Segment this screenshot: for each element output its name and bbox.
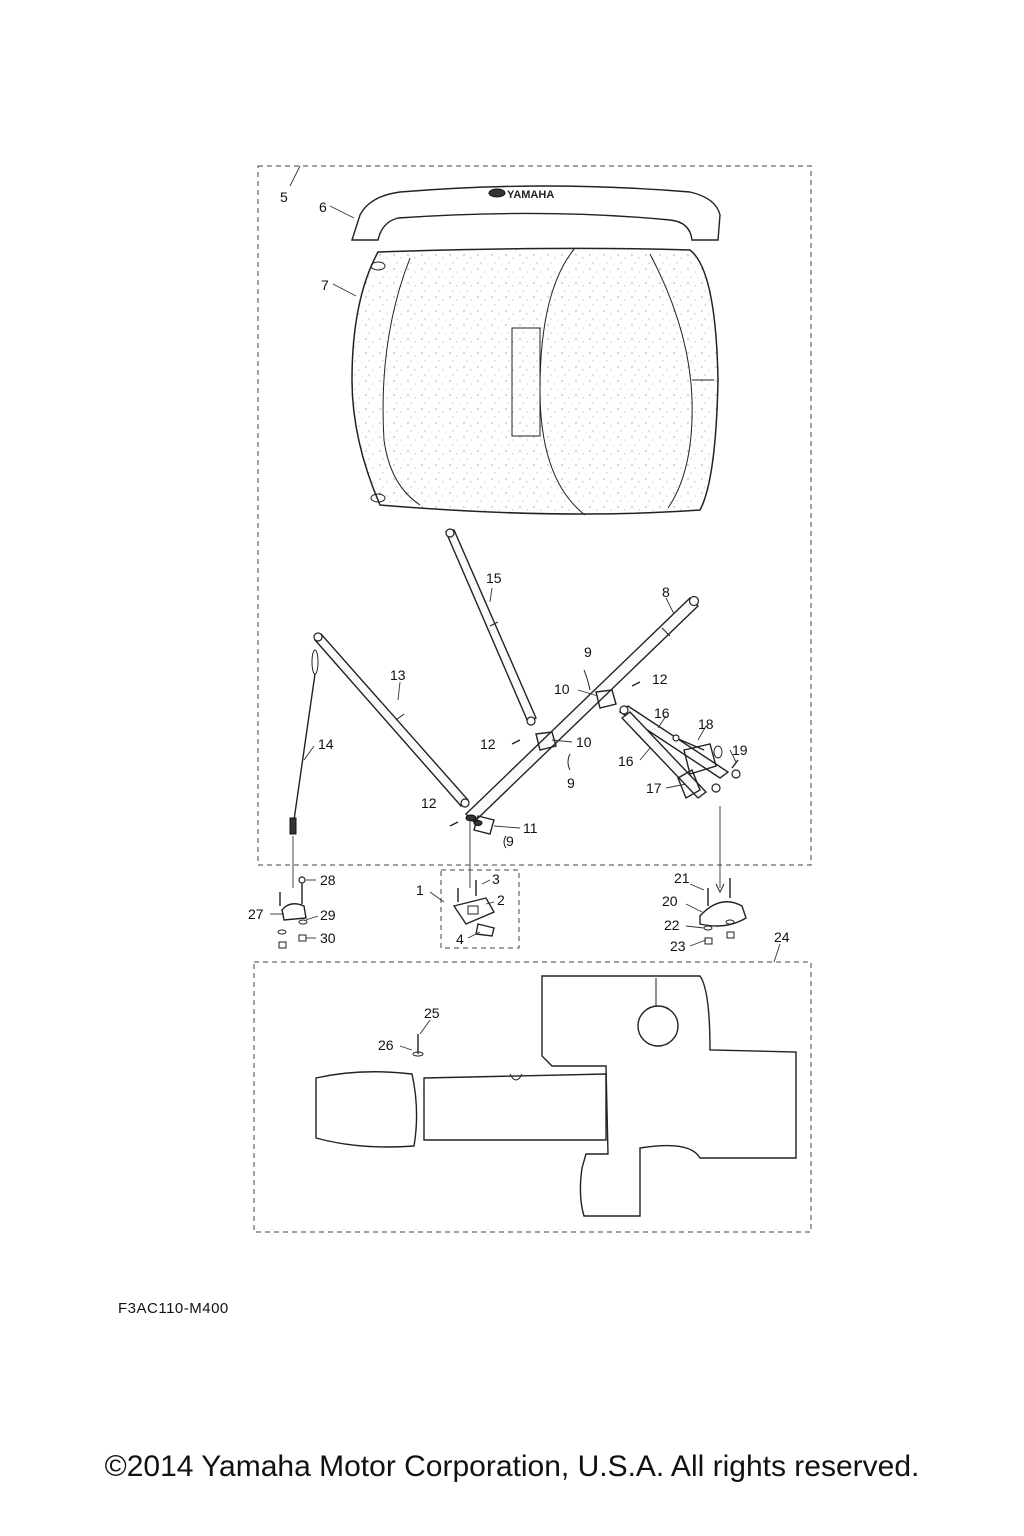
strap-part	[289, 649, 319, 888]
callout-20: 20	[662, 893, 678, 909]
screw-set	[449, 669, 739, 849]
callout-12-a: 12	[652, 671, 668, 687]
callout-9-a: 9	[584, 644, 592, 660]
callout-4: 4	[456, 931, 464, 947]
bracket-part	[465, 689, 617, 888]
hinge-bracket-part	[452, 880, 495, 937]
callout-7: 7	[321, 277, 329, 293]
callout-5: 5	[280, 189, 288, 205]
callout-14: 14	[318, 736, 334, 752]
callout-13: 13	[390, 667, 406, 683]
callout-22: 22	[664, 917, 680, 933]
callout-16-b: 16	[618, 753, 634, 769]
callout-12-b: 12	[480, 736, 496, 752]
boot-sleeve-part: YAMAHA	[351, 185, 721, 241]
callout-3: 3	[492, 871, 500, 887]
copyright-notice: ©2014 Yamaha Motor Corporation, U.S.A. A…	[104, 1450, 920, 1483]
hinge-kit-box	[440, 869, 520, 949]
callout-6: 6	[319, 199, 327, 215]
callout-15: 15	[486, 570, 502, 586]
yamaha-logo: YAMAHA	[507, 189, 554, 201]
callout-9-b: 9	[567, 775, 575, 791]
callout-11: 11	[523, 820, 538, 836]
mooring-cover-box	[253, 961, 812, 1233]
strap-mount-part	[277, 876, 308, 949]
callout-29: 29	[320, 907, 336, 923]
callout-10-a: 10	[554, 681, 570, 697]
leader-lines	[270, 165, 781, 1051]
callout-2: 2	[497, 892, 505, 908]
callout-10-b: 10	[576, 734, 592, 750]
pin-part	[672, 734, 705, 751]
callout-24: 24	[774, 929, 790, 945]
diagram-code: F3AC110-M400	[118, 1300, 229, 1317]
deck-mount-part	[699, 878, 747, 945]
callout-12-c: 12	[421, 795, 437, 811]
callout-labels: 5 6 7 15 8 13 14 9 10 12 12 10 9 12 11 9…	[248, 189, 790, 1053]
support-arm-part	[618, 705, 741, 894]
callout-30: 30	[320, 930, 336, 946]
callout-1: 1	[416, 882, 424, 898]
bimini-top-assembly-box	[257, 165, 812, 866]
callout-9-c: 9	[506, 833, 514, 849]
front-bow-part	[313, 632, 470, 808]
callout-18: 18	[698, 716, 714, 732]
callout-25: 25	[424, 1005, 440, 1021]
rear-bow-part	[445, 528, 537, 726]
callout-23: 23	[670, 938, 686, 954]
callout-26: 26	[378, 1037, 394, 1053]
callout-17: 17	[646, 780, 662, 796]
callout-19: 19	[732, 742, 748, 758]
canvas-top-part	[351, 247, 719, 516]
callout-8: 8	[662, 584, 670, 600]
callout-21: 21	[674, 870, 690, 886]
callout-28: 28	[320, 872, 336, 888]
mooring-cover-part	[315, 975, 797, 1217]
callout-27: 27	[248, 906, 264, 922]
callout-16-a: 16	[654, 705, 670, 721]
